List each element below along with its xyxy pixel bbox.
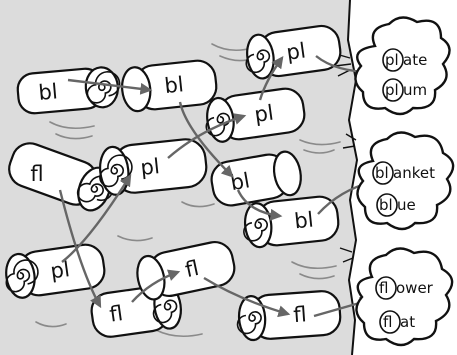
water-ripples [35,43,341,338]
word-prefix: fl [383,313,392,331]
word-cloud-bl: bl anket bl ue [356,131,455,231]
log-label: pl [285,38,307,64]
riverbank-line [346,0,359,355]
log-5: fl [8,142,114,212]
log-label: fl [108,301,124,327]
arrow [203,276,291,318]
word-rest: ue [397,196,416,214]
arrow [178,101,234,178]
word-cloud-pl: pl ate pl um [354,16,451,116]
log-2: bl [121,59,218,113]
word-rest: at [400,313,415,331]
log-label: bl [293,207,315,233]
log-label: pl [139,154,161,180]
word-rest: ower [396,279,434,297]
word-prefix: pl [385,51,399,69]
log-label: fl [30,162,43,186]
log-12: fl [236,290,342,342]
log-label: fl [183,256,201,282]
log-label: bl [229,168,252,195]
bank-grass [334,53,357,263]
word-rest: ate [403,51,427,69]
word-prefix: bl [379,196,393,214]
log-label: fl [293,302,308,327]
log-4: pl [205,87,306,143]
log-label: bl [163,72,185,98]
arrow [61,173,132,263]
log-label: bl [37,79,58,105]
log-label: pl [49,257,71,283]
arrow [131,269,181,303]
path-arrows [58,55,375,318]
arrow [236,189,283,221]
word-cloud-fl: fl ower fl at [355,247,454,347]
word-prefix: bl [375,164,389,182]
log-label: pl [253,101,275,127]
log-6: pl [99,138,208,196]
arrow [258,56,284,101]
log-8: bl [243,195,340,249]
log-9: pl [5,243,106,299]
word-prefix: fl [379,279,388,297]
arrow [67,78,153,95]
arrow [167,113,247,159]
arrow [58,189,102,309]
log-1: bl [16,66,121,115]
word-rest: anket [393,164,435,182]
word-rest: um [403,81,427,99]
word-prefix: pl [385,81,399,99]
